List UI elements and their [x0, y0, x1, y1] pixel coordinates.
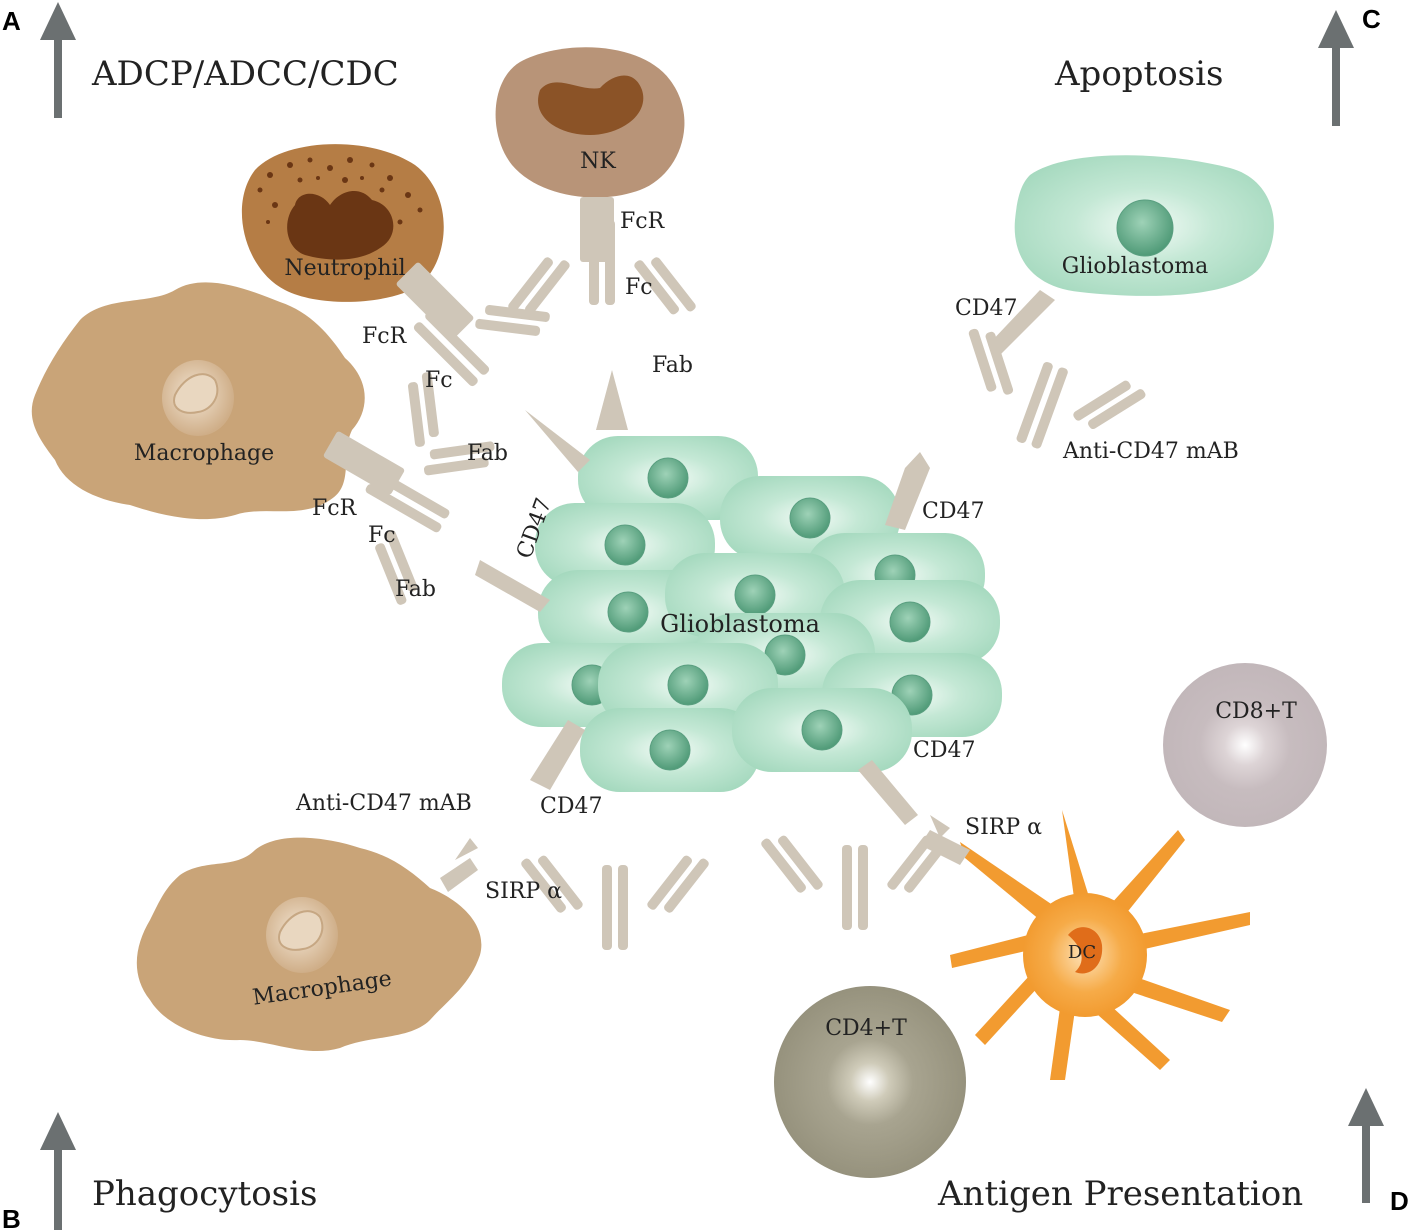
macrophage-fc-label: Fc: [368, 523, 396, 548]
arrow-a: [40, 2, 76, 118]
neutrophil-fc-receptor: [396, 262, 474, 340]
panel-letter-a: A: [2, 6, 21, 36]
anti-cd47-bottom-label: Anti-CD47 mAB: [295, 791, 472, 816]
cd8-t-cell: CD8+T: [1163, 663, 1327, 827]
neutrophil-cell: Neutrophil: [241, 144, 444, 302]
nk-label: NK: [580, 149, 616, 174]
neutrophil-label: Neutrophil: [284, 256, 405, 281]
nk-cd47-stalk: [596, 370, 628, 430]
cd47-glio-right-label: CD47: [955, 296, 1017, 321]
sirpa-left-label: SIRP α: [485, 879, 562, 904]
neutrophil-fc-label: Fc: [425, 368, 453, 393]
glioblastoma-center-label: Glioblastoma: [660, 610, 820, 638]
sirpa-left-receptor: [440, 838, 478, 892]
cd47-dc-receptor: [858, 760, 918, 825]
panel-letter-c: C: [1362, 4, 1381, 34]
nk-fcr-label: FcR: [620, 209, 666, 234]
dendritic-cell: DC: [950, 810, 1250, 1080]
nk-cell: NK: [495, 47, 685, 198]
cd47-bottom-receptor: [530, 720, 585, 790]
heading-adcp-adcc-cdc: ADCP/ADCC/CDC: [91, 54, 399, 94]
macrophage-cell-top: Macrophage: [31, 282, 365, 520]
macrophage-fab-label: Fab: [395, 577, 436, 602]
neutrophil-granules: [257, 157, 423, 225]
nk-fab-label: Fab: [652, 353, 693, 378]
heading-apoptosis: Apoptosis: [1054, 54, 1223, 94]
cd4-t-cell: CD4+T: [774, 986, 966, 1178]
cd47-dc-label: CD47: [913, 738, 975, 763]
macrophage-cd47-stalk: [475, 560, 550, 612]
dc-label: DC: [1068, 942, 1096, 963]
sirpa-dc-receptor: [920, 815, 970, 865]
anti-cd47-dc-antibody: [759, 833, 951, 930]
arrow-d: [1348, 1088, 1384, 1203]
cd4-label: CD4+T: [825, 1016, 907, 1041]
macrophage-fcr-label: FcR: [312, 496, 358, 521]
arrow-b: [40, 1112, 76, 1230]
cd47-bottom-label: CD47: [540, 794, 602, 819]
panel-letter-d: D: [1390, 1186, 1409, 1216]
nk-fc-label: Fc: [625, 275, 653, 300]
cd47-right-top: [885, 452, 930, 530]
neutrophil-fab-label: Fab: [467, 441, 508, 466]
heading-phagocytosis: Phagocytosis: [92, 1174, 317, 1214]
glioblastoma-cluster: Glioblastoma: [501, 435, 1003, 793]
cd47-glio-right-receptor: [988, 290, 1055, 355]
sirpa-dc-label: SIRP α: [965, 815, 1042, 840]
arrow-c: [1318, 10, 1354, 126]
panel-letter-b: B: [2, 1204, 21, 1231]
neutrophil-fcr-label: FcR: [362, 324, 408, 349]
macrophage-top-label: Macrophage: [134, 441, 274, 466]
macrophage-cell-bottom: Macrophage: [136, 837, 482, 1052]
glioblastoma-cell-right: Glioblastoma: [1014, 155, 1274, 296]
glioblastoma-right-label: Glioblastoma: [1062, 254, 1208, 279]
cd8-label: CD8+T: [1215, 699, 1297, 724]
heading-antigen-presentation: Antigen Presentation: [937, 1174, 1303, 1214]
neutrophil-cd47-stalk: [525, 410, 590, 472]
cd47-right-top-label: CD47: [922, 499, 984, 524]
anti-cd47-right-label: Anti-CD47 mAB: [1062, 439, 1239, 464]
